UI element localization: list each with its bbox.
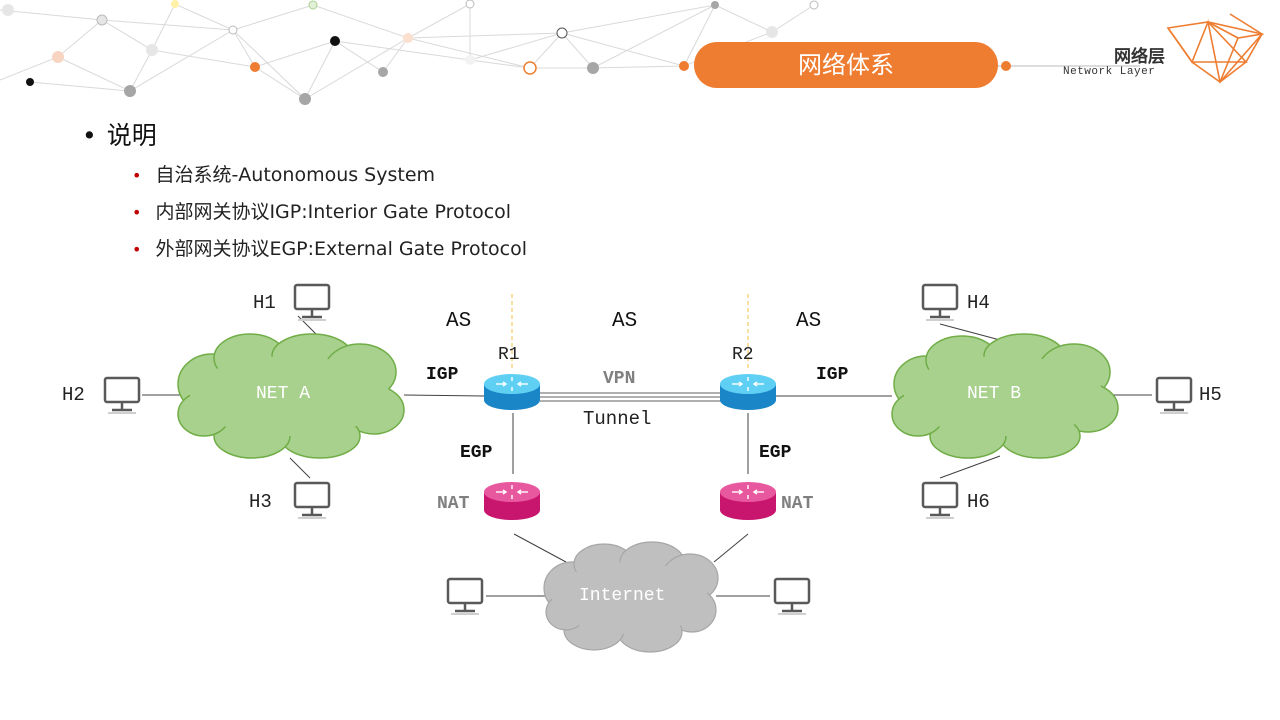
computer-icon [1155,376,1193,415]
as-label: AS [446,310,471,333]
decorative-network-pattern [0,0,1265,105]
nat-router-icon [484,482,540,520]
deco-dot [766,26,778,38]
computer-icon [293,481,331,520]
vpn-label: VPN [603,369,635,389]
deco-dot [96,14,108,26]
cloud-icon [177,333,405,459]
deco-dot [299,93,311,105]
router-icon [720,374,776,410]
as-label: AS [796,310,821,333]
net-a-label: NET A [256,384,310,404]
logo-subtitle: Network Layer [1063,66,1156,78]
deco-dot [52,51,64,63]
bullet-dot-icon: • [82,121,97,150]
deco-dot [403,33,413,43]
computer-icon [921,481,959,520]
deco-dot [587,62,599,74]
logo-title: 网络层 [1114,47,1165,67]
deco-dot [465,55,475,65]
bullet-dot-icon: • [132,240,142,259]
computer-icon [446,577,484,616]
deco-dot [250,62,260,72]
host-label: H5 [1199,384,1222,406]
sub-bullet: • 内部网关协议IGP:Interior Gate Protocol [132,197,511,224]
sub-bullet: • 外部网关协议EGP:External Gate Protocol [132,234,527,261]
deco-dot [465,0,475,9]
sub-bullet-text: 外部网关协议EGP:External Gate Protocol [155,238,528,260]
router-label: R2 [732,345,754,365]
nat-router-icon [720,482,776,520]
deco-dot [308,0,318,10]
deco-dot [809,0,819,10]
deco-dot [330,36,340,46]
deco-dot [228,25,238,35]
host-label: H1 [253,292,276,314]
deco-dot [378,67,388,77]
section-title-pill: 网络体系 [694,42,998,88]
as-label: AS [612,310,637,333]
bullet-dot-icon: • [132,203,142,222]
deco-dot [523,61,537,75]
host-label: H3 [249,491,272,513]
host-label: H4 [967,292,990,314]
deco-dot [171,0,179,8]
host-label: H6 [967,491,990,513]
computer-icon [103,376,141,415]
deco-dot [26,78,34,86]
computer-icon [921,283,959,322]
router-icon [484,374,540,410]
polygon-logo-icon [1166,13,1265,84]
tunnel-label: Tunnel [583,408,651,430]
nat-label: NAT [437,494,470,514]
computer-icon [773,577,811,616]
cloud-icon [543,541,719,653]
igp-label: IGP [816,365,849,385]
deco-dot [124,85,136,97]
egp-label: EGP [759,443,792,463]
deco-dot [556,27,568,39]
computer-icon [293,283,331,322]
sub-bullet: • 自治系统-Autonomous System [132,160,435,187]
deco-dot [711,1,719,9]
router-label: R1 [498,345,520,365]
sub-bullet-text: 自治系统-Autonomous System [155,164,436,186]
deco-dot [2,4,14,16]
deco-dot [679,61,689,71]
nat-label: NAT [781,494,814,514]
host-label: H2 [62,384,85,406]
bullet-dot-icon: • [132,166,142,185]
sub-bullet-text: 内部网关协议IGP:Interior Gate Protocol [155,201,512,223]
igp-label: IGP [426,365,459,385]
deco-dot [146,44,158,56]
main-bullet-text: 说明 [106,121,157,150]
main-bullet: • 说明 [82,116,157,152]
net-b-label: NET B [967,384,1021,404]
cloud-icon [891,333,1119,459]
deco-dot [1001,61,1011,71]
internet-label: Internet [579,586,665,606]
egp-label: EGP [460,443,493,463]
